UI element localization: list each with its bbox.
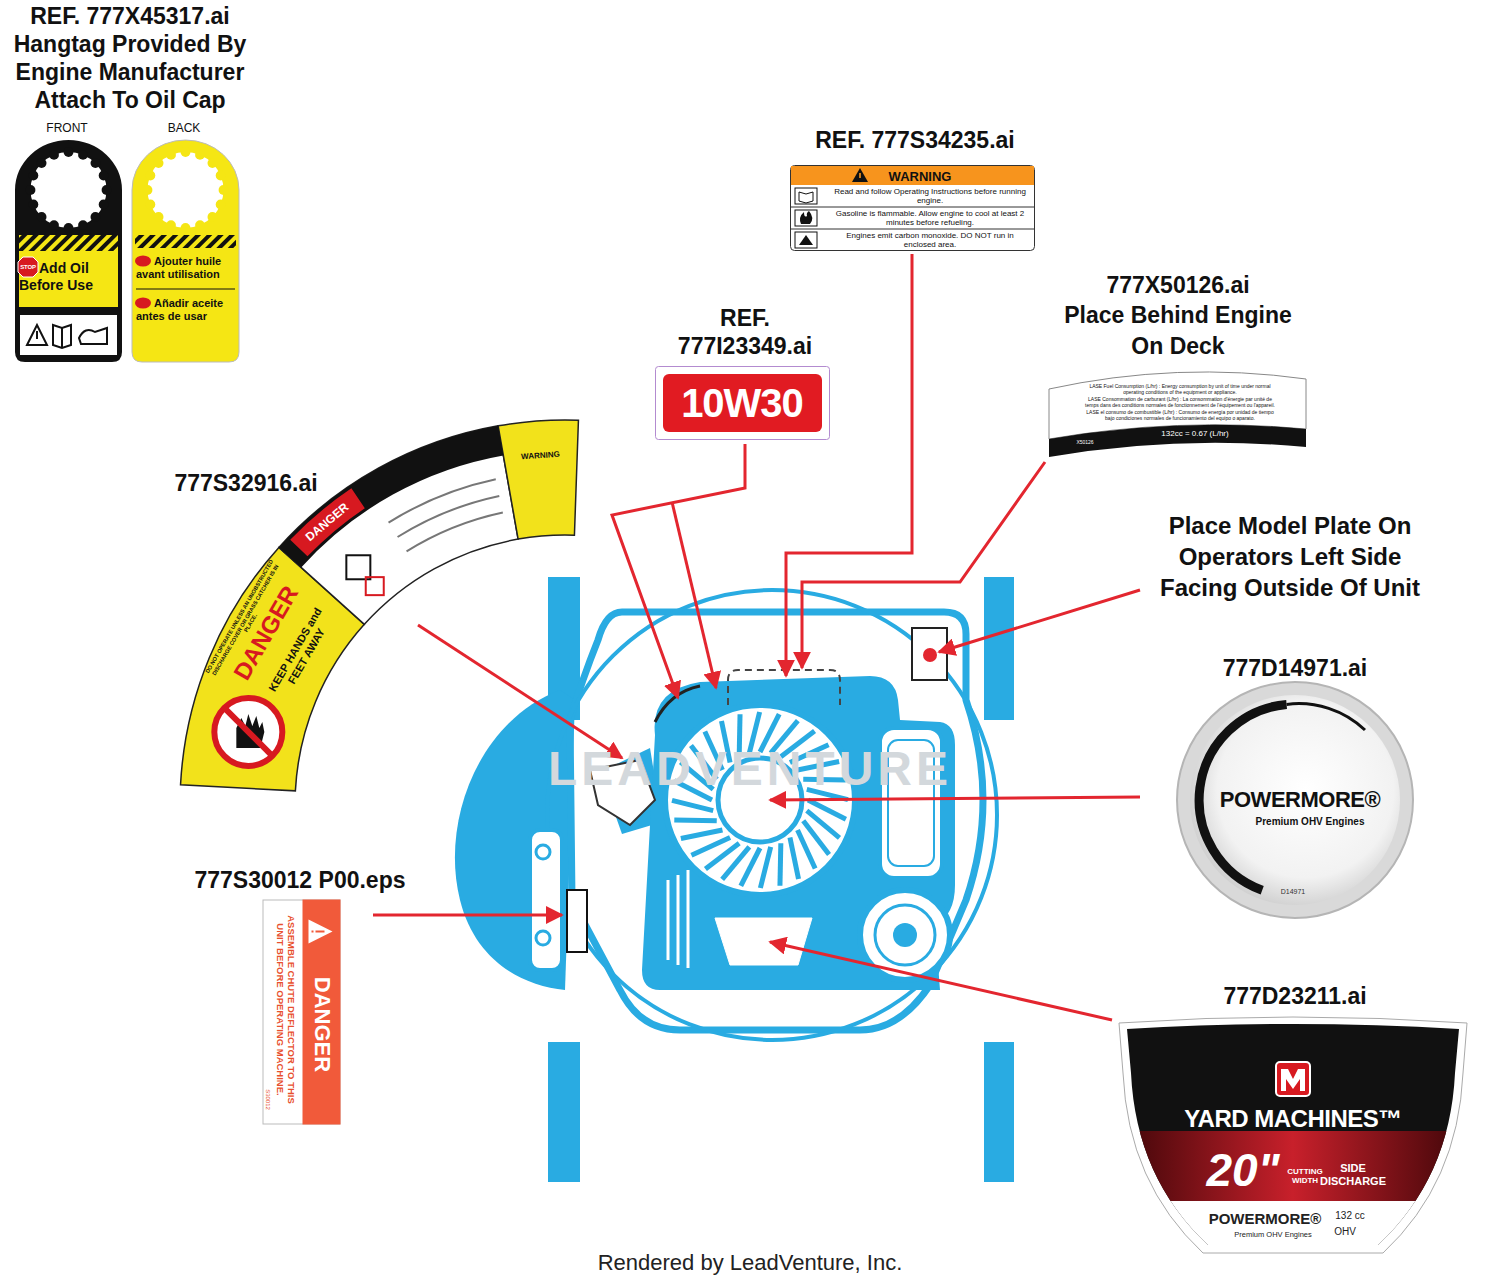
chute-danger-decal: DANGER ASSEMBLE CHUTE DEFLECTOR TO THIS U… [262,900,340,1125]
decal-text: Gasoline is flammable. Allow engine to c… [830,209,1030,228]
hangtag-front: STOPAdd Oil Before Use [15,140,122,362]
view-label: FRONT [37,121,97,135]
danger-decal: DANGERKEEP HANDS and FEET AWAYDO NOT OPE… [175,400,585,830]
placement-note: Place Model Plate On Operators Left Side… [1140,510,1440,603]
part-reference: 777D23211.ai [1185,982,1405,1010]
wheels [548,577,1014,1182]
decal-text: D14971 [1273,888,1313,896]
decal-text: ASSEMBLE CHUTE DEFLECTOR TO THIS UNIT BE… [274,910,296,1110]
fuel-consumption-decal: LASE Fuel Consumption (L/hr) : Energy co… [1045,365,1310,457]
starter-rib [672,800,713,810]
decal-text: WARNING [870,169,970,184]
part-reference: REF. 777X45317.ai [5,2,255,30]
credit: Rendered by LeadVenture, Inc. [580,1250,920,1276]
decal-text: S30012 [264,1083,271,1117]
blade-housing [547,590,997,1040]
decal-text: Engines emit carbon monoxide. DO NOT run… [830,231,1030,250]
decal-text: DANGER [308,960,334,1090]
part-reference: 777S32916.ai [146,469,346,497]
part-reference: REF. 777I23349.ai [658,304,833,360]
placement-note: Hangtag Provided By Engine Manufacturer … [3,30,258,114]
part-reference: 777S30012 P00.eps [180,866,420,894]
oil-decal: 10W30 [655,366,830,440]
starter-rib [790,838,799,880]
part-reference: 777X50126.ai [1048,271,1308,299]
decal-text: LASE el consumo de combustible (L/hr) : … [1085,409,1275,421]
decal-text: LASE Fuel Consumption (L/hr) : Energy co… [1085,383,1275,395]
watermark: LEADVENTURE [530,742,970,796]
part-reference: REF. 777S34235.ai [765,126,1065,154]
starter-rib [681,830,723,839]
decal-text: 20" [1202,1145,1284,1195]
hangtag-back-outline [132,140,239,362]
decal-text: CUTTING WIDTH [1284,1167,1326,1185]
hangtag-front-outline [15,140,122,362]
decal-text: 132cc = 0.67 (L/hr) [1140,429,1250,439]
engine-logo-decal: POWERMORE® Premium OHV EnginesD14971 [1175,680,1415,920]
deck-outline [570,612,983,1030]
starter-rib [674,817,716,823]
decal-text: Ajouter huile avant utilisation [136,255,234,281]
warning-decal: WARNING Read and follow Operating Instruc… [790,165,1035,251]
decal-text: 10W30 [667,381,817,425]
placement-note: Place Behind Engine On Deck [1053,300,1303,362]
decal-text: Read and follow Operating Instructions b… [830,187,1030,206]
decal-text: LASE Consommation de carburant (L/hr) : … [1085,396,1275,408]
starter-rib [760,847,770,888]
chute-bracket [530,830,562,970]
leader-arrows [373,254,1140,1020]
decal-text: YARD MACHINES™ [1168,1105,1418,1133]
decal-text: Add Oil Before Use [19,260,117,294]
decal-text: STOP [17,264,39,270]
decal-text: Premium OHV Engines [1223,1230,1323,1239]
decal-text: X50126 [1068,439,1102,445]
decal-text: OHV [1329,1226,1361,1238]
decal-text: Añadir aceite antes de usar [136,297,234,323]
decal-text: Premium OHV Engines [1245,816,1375,828]
hangtag-back: Ajouter huile avant utilisationAñadir ac… [132,140,239,362]
starter-rib [798,830,816,869]
model-shield-decal: YARD MACHINES™ 20"CUTTING WIDTHSIDE DISCH… [1113,1013,1473,1258]
starter-rib [777,843,783,885]
part-reference: 777D14971.ai [1185,654,1405,682]
decal-text: POWERMORE® [1204,1210,1326,1227]
view-label: BACK [154,121,214,135]
decal-text: 132 cc [1329,1210,1371,1222]
decal-locations [567,628,947,965]
decal-text: SIDE DISCHARGE [1316,1162,1390,1188]
starter-rib [691,838,730,856]
discharge-chute [455,690,575,990]
decal-text: POWERMORE® [1211,787,1389,813]
